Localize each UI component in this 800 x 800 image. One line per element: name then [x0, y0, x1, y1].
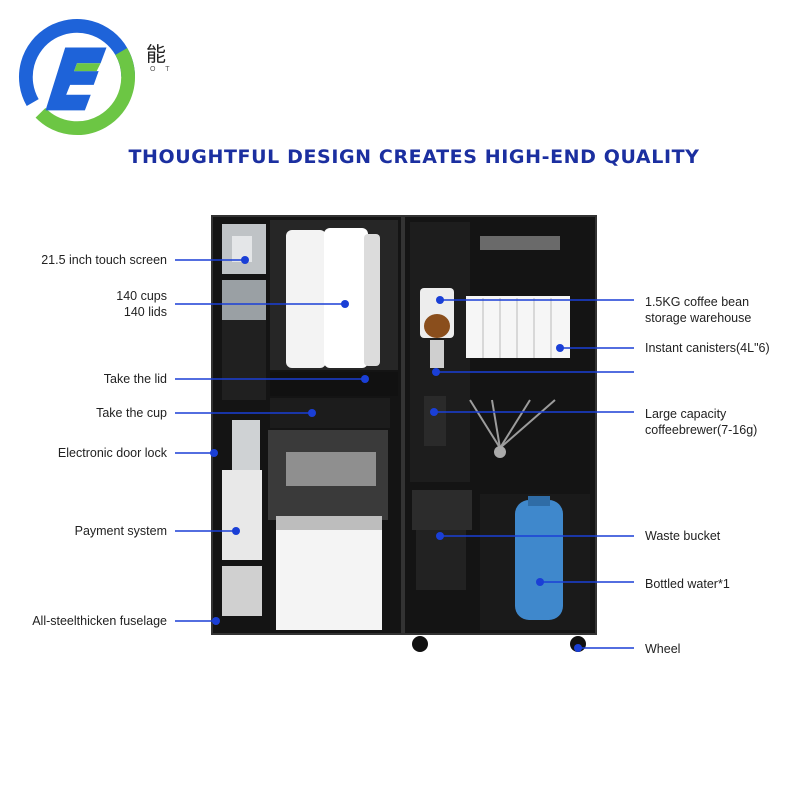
- callout-dot-right-5: [536, 578, 544, 586]
- callout-dot-right-0: [436, 296, 444, 304]
- callout-dot-right-2: [432, 368, 440, 376]
- label-right-4: Waste bucket: [645, 529, 721, 543]
- brand-logo-icon: [18, 18, 136, 136]
- callout-dot-left-1: [341, 300, 349, 308]
- callout-dot-left-0: [241, 256, 249, 264]
- brand-subtext: O T: [150, 66, 174, 73]
- label-right-1: Instant canisters(4L"6): [645, 341, 770, 355]
- callout-dot-right-3: [430, 408, 438, 416]
- label-right-5: Bottled water*1: [645, 577, 730, 591]
- page-title: THOUGHTFUL DESIGN CREATES HIGH-END QUALI…: [128, 146, 700, 168]
- callout-dot-right-1: [556, 344, 564, 352]
- callout-dot-left-4: [210, 449, 218, 457]
- label-right-6: Wheel: [645, 642, 681, 656]
- callout-dot-left-6: [212, 617, 220, 625]
- callout-dot-right-4: [436, 532, 444, 540]
- callout-dot-left-3: [308, 409, 316, 417]
- left-cabinet: [211, 215, 403, 635]
- brand-glyph: 能: [146, 42, 166, 66]
- label-left-5: Payment system: [74, 524, 167, 538]
- label-left-3: Take the cup: [96, 406, 167, 420]
- label-left-2: Take the lid: [103, 372, 167, 386]
- right-cabinet: [403, 215, 597, 652]
- callout-dot-right-6: [574, 644, 582, 652]
- callout-dot-left-2: [361, 375, 369, 383]
- callout-dot-left-5: [232, 527, 240, 535]
- label-left-6: All-steelthicken fuselage: [32, 614, 167, 628]
- label-left-4: Electronic door lock: [57, 446, 167, 460]
- label-left-0: 21.5 inch touch screen: [41, 253, 167, 267]
